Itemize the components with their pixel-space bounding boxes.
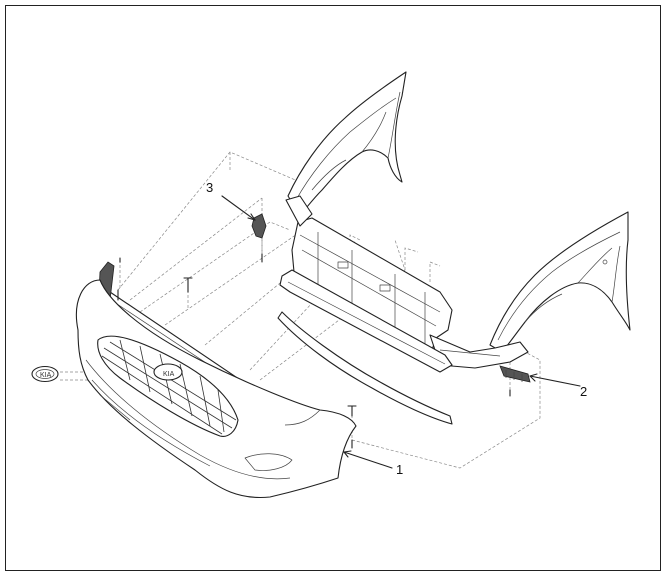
grille-emblem-mount <box>153 363 183 381</box>
callout-2: 2 <box>580 384 587 399</box>
callout-3: 3 <box>206 180 213 195</box>
leader-line-3 <box>221 195 256 221</box>
right-fender <box>489 211 631 353</box>
callout-leaders <box>221 195 581 469</box>
svg-text:KIA: KIA <box>163 371 175 378</box>
left-fender <box>287 71 407 216</box>
bumper-beam <box>279 269 453 373</box>
leader-line-1 <box>343 451 393 469</box>
svg-text:KIA: KIA <box>40 372 52 379</box>
bracket-part-3 <box>251 213 267 239</box>
front-emblem: KIA <box>31 365 59 383</box>
energy-absorber <box>277 311 453 425</box>
front-bumper-cover: KIA <box>75 279 357 499</box>
leader-line-2 <box>529 375 581 387</box>
callout-1: 1 <box>396 462 403 477</box>
fasteners <box>117 253 511 449</box>
bracket-part-2 <box>499 365 531 383</box>
